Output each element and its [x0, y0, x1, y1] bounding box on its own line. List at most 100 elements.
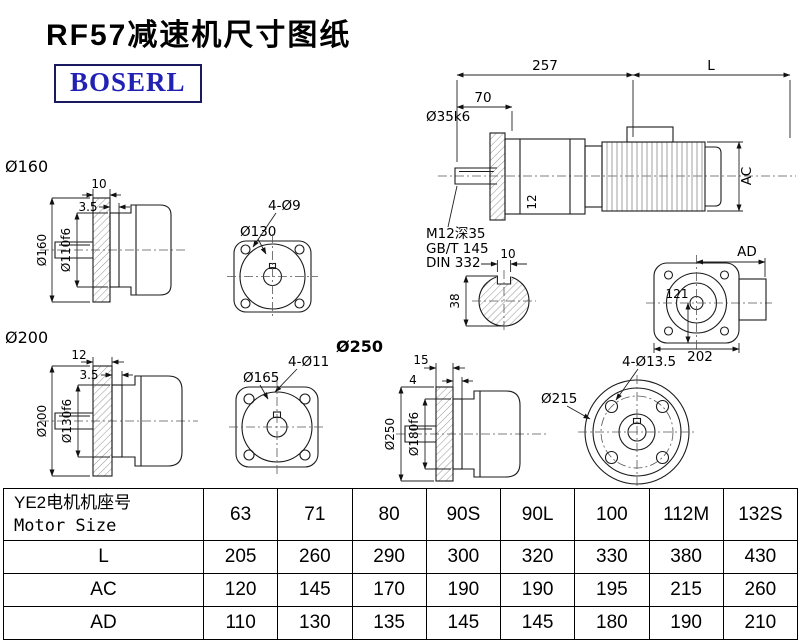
- table-cell: 180: [574, 606, 650, 640]
- flange-pilot: [452, 398, 463, 470]
- view-160-dimension-lines: [49, 189, 130, 303]
- dim-label-202: 202: [687, 349, 713, 365]
- motor-size-header: YE2电机机座号 Motor Size: [3, 488, 204, 541]
- view-250-side: 15 4 Ø250 Ø180f6: [383, 353, 548, 482]
- gearbox-housing: [504, 138, 586, 215]
- dim-label-ad: AD: [737, 244, 757, 260]
- thread-note-line1: M12深35: [426, 226, 486, 242]
- dim-label-outer-diameter: Ø200: [35, 405, 49, 437]
- thread-note-line3: DIN 332: [426, 255, 481, 271]
- dim-label-bolt-circle: Ø215: [541, 391, 577, 407]
- gear-housing: [462, 390, 521, 478]
- flange-165-view: 4-Ø11 Ø165: [229, 354, 329, 474]
- table-cell: 135: [351, 606, 427, 640]
- flange-plate: [435, 386, 454, 482]
- page-title: RF57减速机尺寸图纸: [46, 19, 352, 52]
- view-ad-dimension-lines: [653, 258, 766, 353]
- motor-adapter: [584, 145, 603, 208]
- front-flange: [489, 132, 506, 221]
- table-cell: 130: [277, 606, 353, 640]
- column-header: 112M: [648, 488, 724, 541]
- table-header-row: YE2电机机座号 Motor Size 63 71 80 90S 90L 100…: [3, 488, 799, 541]
- gear-housing: [122, 375, 183, 467]
- view-ad: AD 121 202: [646, 244, 772, 365]
- dim-label-bolt-circle: Ø130: [240, 224, 276, 240]
- shaft-section-dimension-lines: [463, 260, 527, 327]
- motor-size-header-cn: YE2电机机座号: [14, 492, 132, 512]
- flange-215-view: 4-Ø13.5 Ø215: [541, 354, 696, 488]
- table-cell: 290: [351, 540, 427, 574]
- main-assembly-view: 257 L 70 Ø35k6 AC 12 M12深35 GB/T 145 DIN…: [426, 58, 796, 271]
- column-header: 90L: [499, 488, 576, 541]
- dim-label-key-width: 10: [500, 247, 515, 261]
- table-row-AD: AD 110 130 135 145 145 180 190 210: [3, 606, 799, 640]
- terminal-box: [626, 126, 674, 143]
- table-cell: 120: [202, 573, 279, 607]
- view-250-dimension-lines: [398, 363, 473, 482]
- boserl-logo-text: BOSERL: [70, 67, 186, 97]
- column-header: 71: [277, 488, 353, 541]
- output-shaft: [404, 425, 436, 443]
- table-cell: 215: [648, 573, 724, 607]
- dim-label-shaft-diameter: Ø35k6: [426, 109, 470, 125]
- flange-130-view: 4-Ø9 Ø130: [227, 198, 318, 319]
- view-160: Ø160 10: [5, 157, 186, 303]
- section-label-160: Ø160: [5, 157, 48, 176]
- column-header: 80: [351, 488, 427, 541]
- gear-housing: [119, 204, 172, 296]
- table-cell: 195: [574, 573, 650, 607]
- drawing-canvas: 257 L 70 Ø35k6 AC 12 M12深35 GB/T 145 DIN…: [5, 58, 796, 488]
- dim-label-pilot-depth: 4: [409, 373, 417, 387]
- table-cell: 145: [425, 606, 502, 640]
- motor-body: [601, 141, 706, 212]
- fan-cover: [705, 146, 722, 207]
- table-cell: 205: [202, 540, 279, 574]
- dim-label-outer-diameter: Ø160: [35, 234, 49, 266]
- dim-label-flange-width: 10: [91, 177, 106, 191]
- column-header: 132S: [722, 488, 799, 541]
- dim-label-pilot-diameter: Ø180f6: [407, 412, 421, 456]
- dim-label-L: L: [707, 58, 715, 74]
- section-label-200: Ø200: [5, 328, 48, 347]
- row-label-AC: AC: [3, 573, 204, 607]
- flange-pilot: [111, 384, 123, 458]
- boserl-logo: BOSERL: [54, 64, 202, 103]
- view-200-dimension-lines: [49, 357, 133, 477]
- table-row-AC: AC 120 145 170 190 190 195 215 260: [3, 573, 799, 607]
- table-cell: 145: [499, 606, 576, 640]
- table-cell: 190: [425, 573, 502, 607]
- table-cell: 300: [425, 540, 502, 574]
- main-dimension-lines: [447, 72, 791, 228]
- table-cell: 190: [499, 573, 576, 607]
- table-cell: 330: [574, 540, 650, 574]
- dim-label-12: 12: [525, 194, 539, 209]
- flange-pilot: [109, 212, 120, 288]
- keyway: [632, 417, 642, 425]
- dim-label-257: 257: [532, 58, 558, 74]
- table-cell: 145: [277, 573, 353, 607]
- output-shaft: [54, 241, 93, 259]
- dim-label-bolt-circle: Ø165: [243, 370, 279, 386]
- motor-size-table: YE2电机机座号 Motor Size 63 71 80 90S 90L 100…: [3, 488, 799, 640]
- table-cell: 110: [202, 606, 279, 640]
- table-row-L: L 205 260 290 300 320 330 380 430: [3, 540, 799, 574]
- section-label-250: Ø250: [336, 337, 383, 356]
- column-header: 63: [202, 488, 279, 541]
- dim-label-outer-diameter: Ø250: [383, 418, 397, 450]
- table-cell: 320: [499, 540, 576, 574]
- dim-label-pilot-depth: 3.5: [79, 368, 98, 382]
- dim-label-bolt-holes: 4-Ø9: [268, 198, 301, 214]
- dim-label-ac: AC: [739, 167, 755, 185]
- dim-label-70: 70: [474, 90, 491, 106]
- motor-size-header-en: Motor Size: [14, 515, 117, 536]
- column-header: 100: [574, 488, 650, 541]
- input-shaft: [454, 167, 497, 185]
- terminal-box-profile: [738, 278, 767, 321]
- dim-label-flange-width: 12: [71, 348, 86, 362]
- dim-label-pilot-depth: 3.5: [78, 200, 97, 214]
- table-cell: 430: [722, 540, 799, 574]
- thread-note-line2: GB/T 145: [426, 241, 489, 257]
- table-cell: 260: [277, 540, 353, 574]
- table-cell: 210: [722, 606, 799, 640]
